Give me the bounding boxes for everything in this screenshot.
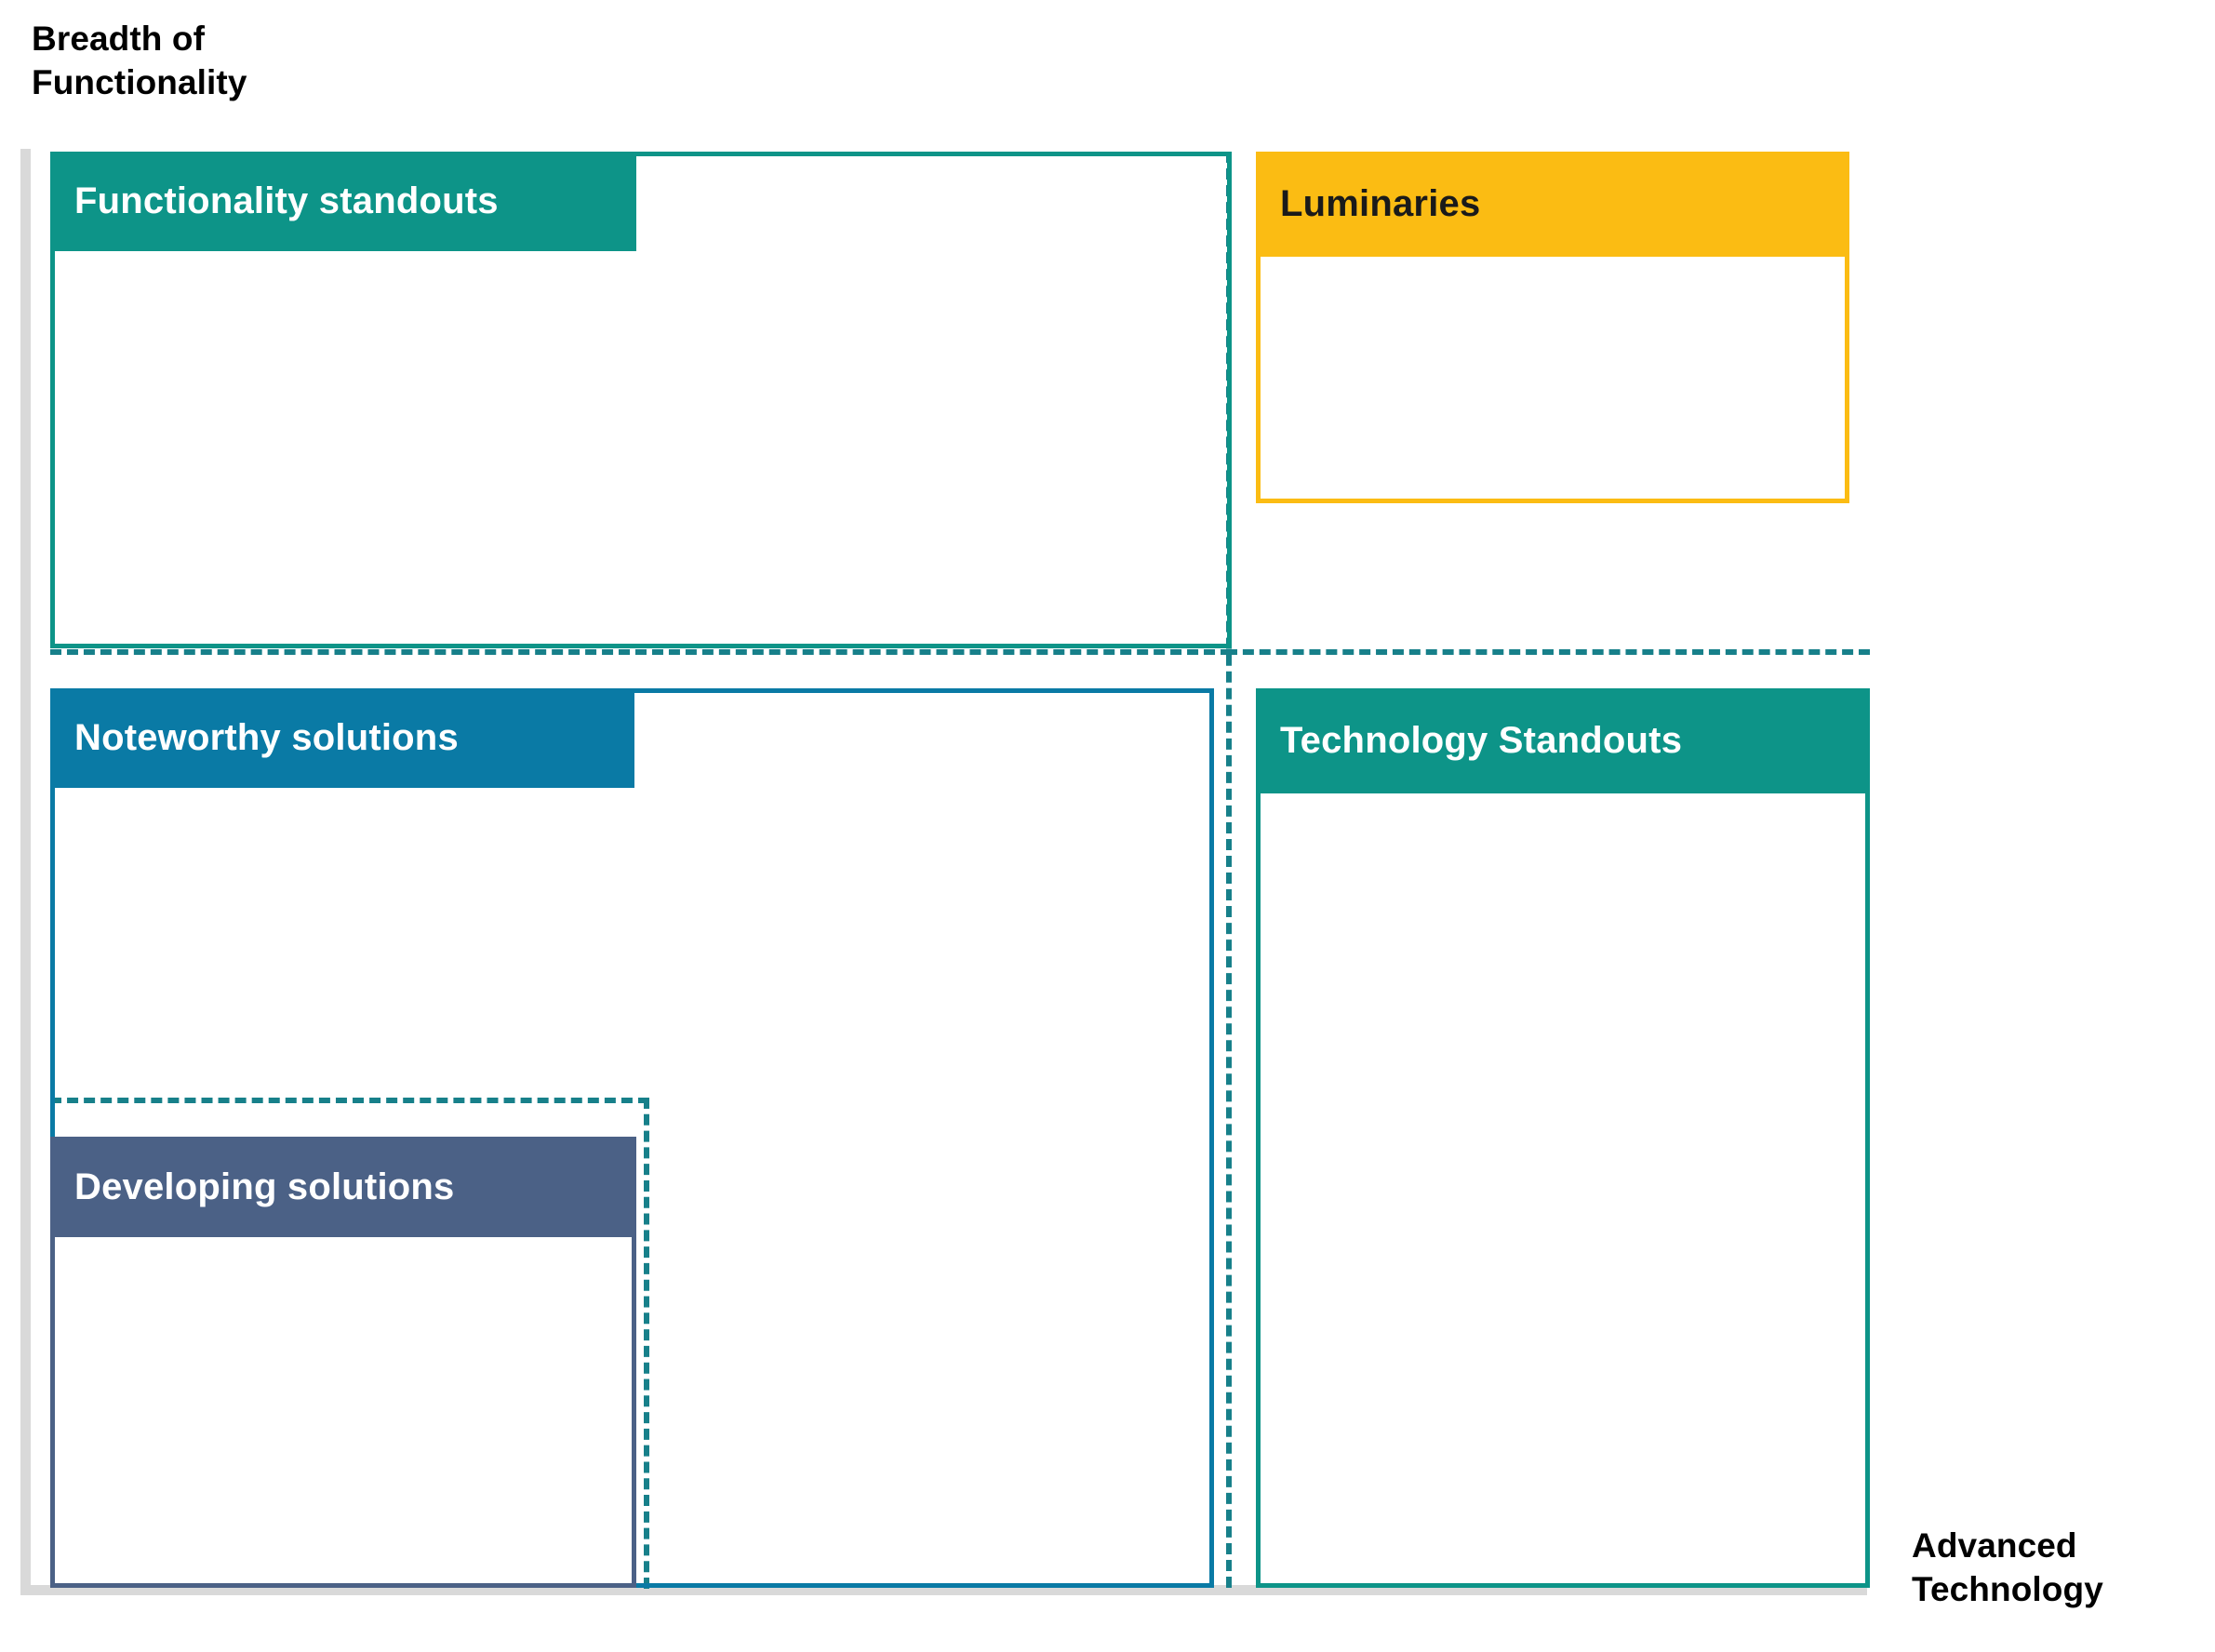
quadrant-divider-vertical-outer [1226,152,1232,1588]
quadrant-divider-horizontal-left [50,649,1232,655]
y-axis-line [20,149,31,1595]
x-axis-line [20,1585,1867,1595]
quadrant-divider-horizontal-right [1226,649,1870,655]
quadrant-technology-standouts[interactable]: Technology Standouts [1256,688,1870,1588]
quadrant-label-luminaries: Luminaries [1256,152,1849,257]
quadrant-functionality-standouts[interactable]: Functionality standouts [50,152,1232,648]
quadrant-label-technology-standouts: Technology Standouts [1256,688,1870,793]
quadrant-divider-vertical-inner [644,1098,649,1589]
quadrant-divider-horizontal-inner [50,1098,649,1103]
quadrant-body-technology-standouts [1256,688,1870,1588]
quadrant-luminaries[interactable]: Luminaries [1256,152,1849,503]
quadrant-label-developing-solutions: Developing solutions [50,1137,636,1237]
quadrant-developing-solutions[interactable]: Developing solutions [50,1137,636,1588]
x-axis-title: Advanced Technology [1912,1526,2103,1609]
quadrant-body-functionality-standouts [50,152,1232,648]
quadrant-label-noteworthy-solutions: Noteworthy solutions [50,688,634,788]
y-axis-title: Breadth of Functionality [32,20,247,102]
quadrant-label-functionality-standouts: Functionality standouts [50,152,636,251]
